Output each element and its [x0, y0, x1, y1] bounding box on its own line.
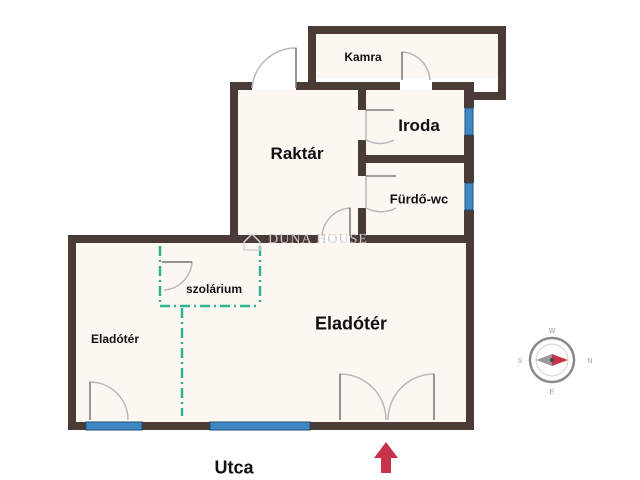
- room-label-eladoter-main: Eladótér: [314, 313, 388, 334]
- room-label-iroda: Iroda: [398, 116, 440, 135]
- wall-iroda-furdo: [366, 155, 466, 163]
- wall-middle-right: [350, 235, 474, 243]
- wall-kamra-bottom: [470, 92, 506, 100]
- compass-needle-north: [552, 354, 568, 366]
- compass-needle-south: [536, 354, 552, 366]
- window-bottom-left: [85, 421, 143, 431]
- compass-rose: W N E S: [518, 328, 593, 396]
- wall-divider-v-top: [358, 82, 366, 110]
- compass-label-n: N: [587, 358, 592, 365]
- door-main-left: [339, 373, 387, 421]
- wall-right-low: [464, 210, 474, 243]
- wall-kamra-left: [308, 26, 316, 82]
- compass-label-w: W: [549, 328, 556, 335]
- wall-top-mid: [296, 82, 400, 90]
- wall-right: [466, 235, 474, 430]
- room-label-szolarium: szolárium: [185, 282, 243, 296]
- wall-right-mid: [464, 135, 474, 183]
- compass-label-e: E: [550, 389, 555, 396]
- windows: [85, 107, 474, 431]
- door-raktar-bottom: [321, 207, 351, 237]
- door-furdo: [365, 176, 397, 213]
- room-label-furdo: Fürdő-wc: [389, 191, 449, 207]
- watermark-text: DUNA HOUSE: [268, 232, 368, 247]
- partitions: [158, 246, 262, 416]
- door-leaves: [89, 48, 435, 420]
- room-label-raktar: Raktár: [270, 144, 324, 163]
- wall-left: [68, 235, 76, 430]
- floor-fill: [75, 33, 498, 423]
- wall-raktar-left: [230, 82, 238, 243]
- wall-top-left: [230, 82, 252, 90]
- room-label-kamra: Kamra: [344, 50, 382, 64]
- watermark-logo-icon: [243, 232, 261, 251]
- window-iroda: [464, 107, 474, 136]
- wall-right-upper: [464, 82, 474, 108]
- window-furdo: [464, 182, 474, 211]
- door-eladoter-small: [89, 381, 129, 421]
- door-kamra: [401, 51, 431, 81]
- door-main-right: [387, 373, 435, 421]
- wall-divider-v-low: [358, 208, 366, 243]
- door-iroda: [365, 110, 395, 145]
- street-label: Utca: [214, 457, 254, 478]
- window-bottom-mid: [209, 421, 311, 431]
- compass-label-s: S: [518, 358, 523, 365]
- wall-middle-left: [68, 235, 318, 243]
- wall-divider-v-mid: [358, 140, 366, 176]
- entrance-arrow-icon: [374, 442, 398, 473]
- door-raktar-top: [251, 47, 297, 89]
- wall-kamra-right: [498, 26, 506, 100]
- wall-kamra-top: [308, 26, 505, 34]
- door-szolarium: [162, 261, 193, 291]
- room-label-eladoter-small: Eladótér: [90, 332, 140, 346]
- wall-top-right: [432, 82, 474, 90]
- doors: [89, 47, 435, 421]
